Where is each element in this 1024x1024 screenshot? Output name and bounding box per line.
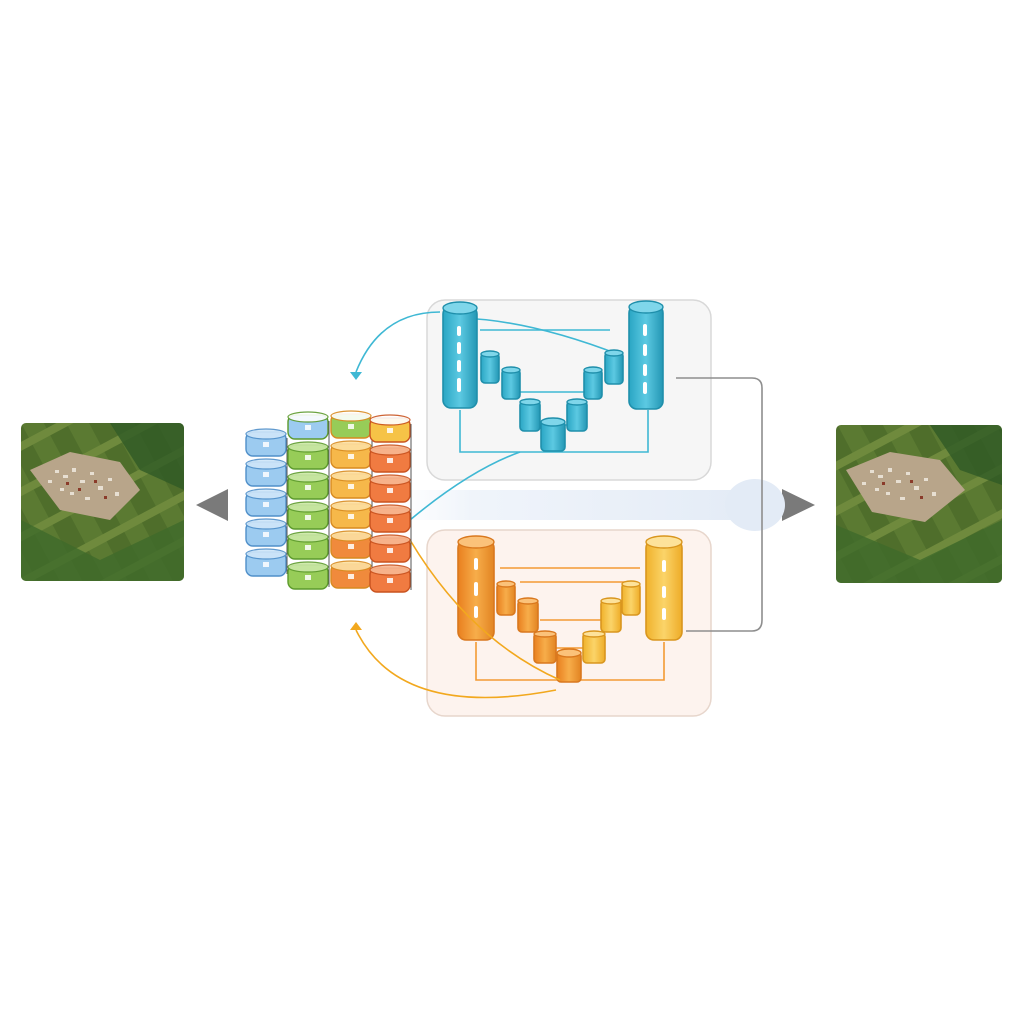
feature-cylinder: [369, 504, 411, 533]
feature-cylinder: [245, 458, 287, 487]
feature-cylinder: [330, 560, 372, 589]
feature-cylinder: [245, 548, 287, 577]
feature-cylinder: [330, 500, 372, 529]
right-arrow-icon: [782, 489, 815, 521]
left-arrow-icon: [196, 489, 228, 521]
feature-cylinder: [330, 440, 372, 469]
feature-cylinder: [330, 470, 372, 499]
output-connector: [676, 377, 763, 632]
feature-cylinder: [369, 534, 411, 563]
output-image: [836, 425, 1002, 583]
feature-cylinder: [245, 488, 287, 517]
feature-cylinder: [369, 414, 411, 443]
feature-cylinder: [330, 530, 372, 559]
feature-cylinder: [330, 410, 372, 439]
feature-stack: [245, 410, 412, 593]
feedback-connectors: [350, 311, 561, 699]
feature-cylinder: [369, 474, 411, 503]
feature-cylinder: [287, 471, 329, 500]
input-image: [21, 423, 184, 581]
feature-cylinder: [287, 531, 329, 560]
feature-cylinder: [287, 441, 329, 470]
feature-cylinder: [287, 411, 329, 440]
feature-cylinder: [245, 428, 287, 457]
feature-cylinder: [245, 518, 287, 547]
feature-cylinder: [287, 501, 329, 530]
bottom-network-panel: [426, 529, 712, 717]
flow-band: [400, 479, 785, 531]
feature-cylinder: [369, 444, 411, 473]
top-unet: [442, 300, 664, 453]
feature-cylinder: [287, 561, 329, 590]
feature-cylinder: [369, 564, 411, 593]
